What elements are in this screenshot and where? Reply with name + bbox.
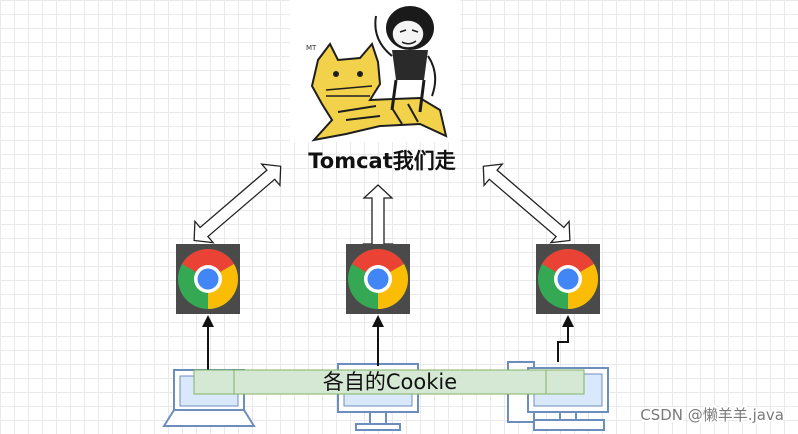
- arrowhead-middle: [372, 315, 384, 327]
- double-arrow-left: [193, 163, 282, 244]
- tomcat-cat-body: [310, 42, 448, 142]
- chrome-icon: [346, 244, 410, 314]
- cookie-bar-label: 各自的Cookie: [323, 370, 457, 394]
- rider-legs: [390, 79, 426, 113]
- chrome-icon: [176, 244, 240, 314]
- cat-whiskers: [325, 85, 373, 97]
- rider-expression: [399, 29, 419, 45]
- logo-small-text: MT: [306, 44, 317, 52]
- rider-arms: [374, 15, 437, 97]
- arrowhead-right: [562, 315, 574, 327]
- tomcat-riding-meme-icon: MT: [290, 0, 460, 142]
- cat-eye-right: [357, 71, 363, 77]
- server-title: Tomcat我们走: [308, 149, 456, 173]
- watermark: CSDN @懒羊羊.java: [640, 406, 784, 424]
- chrome-icon: [536, 244, 600, 314]
- connector-right: [557, 324, 569, 362]
- double-arrow-right: [482, 163, 571, 244]
- rider-body: [392, 50, 428, 80]
- tomcat-stripes: [337, 103, 419, 125]
- cookie-bar: 各自的Cookie: [193, 369, 585, 395]
- cat-eye-left: [333, 71, 339, 77]
- cookie-bar-rect: [193, 369, 585, 395]
- arrowhead-left: [202, 315, 214, 327]
- watermark-halo: CSDN @懒羊羊.java: [640, 406, 784, 424]
